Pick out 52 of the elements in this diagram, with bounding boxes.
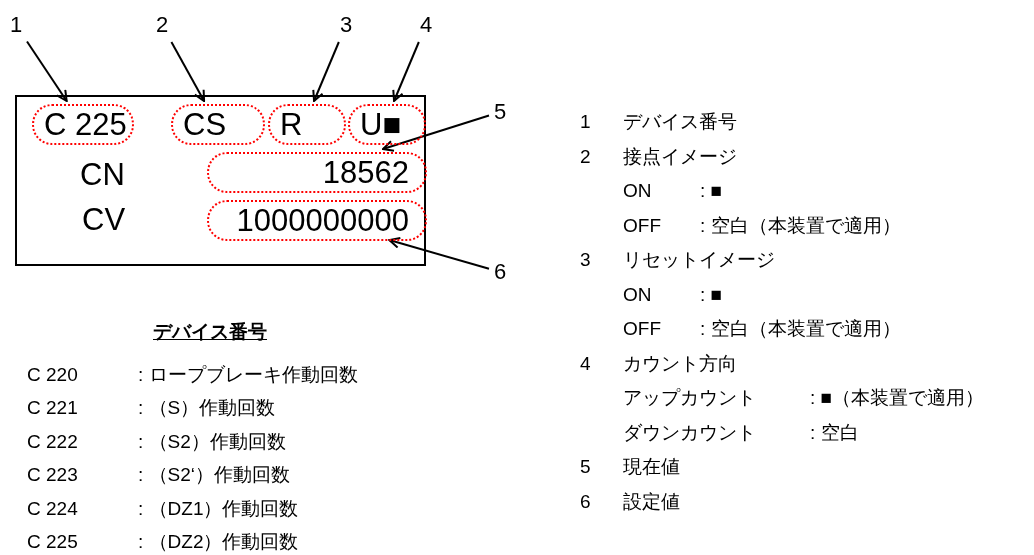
device-code: C 220	[27, 363, 78, 387]
value-text: : （DZ2）作動回数	[138, 530, 299, 554]
device-code: C 223	[27, 463, 78, 488]
value-text: : （S2‘）作動回数	[138, 463, 291, 488]
leader-arrow	[170, 41, 206, 102]
item-number: 6	[580, 489, 591, 514]
description-text: ダウンカウント	[623, 420, 756, 445]
value-text: : （DZ1）作動回数	[138, 496, 299, 521]
description-text: ON	[623, 282, 652, 307]
description-text: OFF	[623, 317, 661, 341]
value-text: : ■	[700, 179, 723, 203]
device-code: C 221	[27, 396, 78, 421]
value-text: : ロープブレーキ作動回数	[138, 363, 358, 387]
value-text: : ■	[700, 282, 723, 307]
field-label: CN	[80, 157, 125, 193]
value-text: : ■（本装置で適用）	[810, 386, 985, 410]
item-number: 3	[580, 248, 591, 272]
callout-number: 6	[491, 257, 509, 287]
value-text: : （S2）作動回数	[138, 429, 286, 454]
item-number: 5	[580, 455, 591, 479]
item-number: 1	[580, 110, 591, 134]
value-text: : （S）作動回数	[138, 396, 276, 421]
device-code: C 225	[27, 530, 78, 554]
value-text: : 空白	[810, 420, 859, 445]
leader-arrow	[392, 41, 420, 102]
display-panel	[15, 95, 426, 266]
leader-arrow	[382, 114, 490, 152]
callout-number: 5	[491, 97, 509, 127]
description-text: カウント方向	[623, 351, 737, 376]
description-text: リセットイメージ	[623, 248, 775, 272]
field-label: CV	[82, 202, 126, 238]
description-text: 設定値	[623, 489, 680, 514]
value-text: : 空白（本装置で適用）	[700, 317, 901, 341]
device-code: C 222	[27, 429, 78, 454]
description-text: 現在値	[623, 455, 680, 479]
item-number: 4	[580, 351, 591, 376]
leader-arrow	[26, 40, 68, 102]
callout-number: 4	[417, 10, 435, 40]
callout-number: 2	[153, 10, 171, 40]
leader-arrow	[312, 41, 340, 102]
description-text: 接点イメージ	[623, 144, 737, 169]
value-text: : 空白（本装置で適用）	[700, 213, 901, 238]
callout-number: 3	[337, 10, 355, 40]
description-text: アップカウント	[623, 386, 756, 410]
callout-number: 1	[7, 10, 25, 40]
section-heading: デバイス番号	[153, 320, 267, 344]
description-text: ON	[623, 179, 652, 203]
description-text: OFF	[623, 213, 661, 238]
item-number: 2	[580, 144, 591, 169]
device-code: C 224	[27, 496, 78, 521]
leader-arrow	[388, 236, 490, 270]
description-text: デバイス番号	[623, 110, 737, 134]
